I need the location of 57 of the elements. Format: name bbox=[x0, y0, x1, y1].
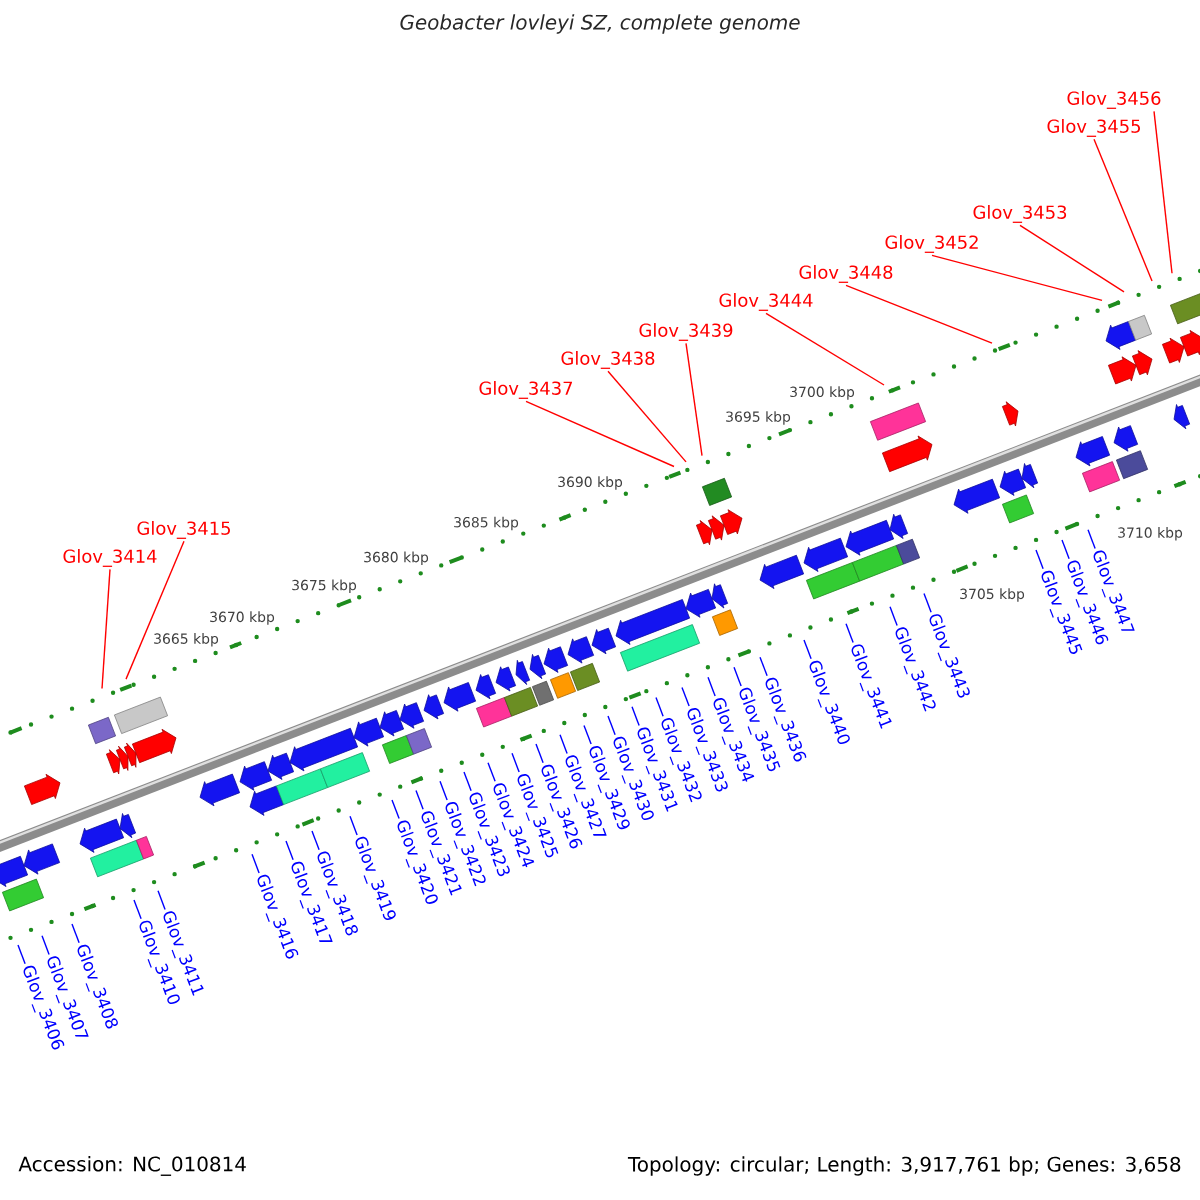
leader-line bbox=[607, 715, 616, 736]
leader-line bbox=[1153, 110, 1173, 274]
leader-line bbox=[511, 752, 520, 773]
footer-text: Accession: NC_010814 bbox=[18, 1156, 246, 1176]
leader-line bbox=[439, 780, 448, 801]
leader-line bbox=[583, 724, 592, 745]
leader-line bbox=[681, 686, 690, 707]
leader-line bbox=[349, 815, 358, 836]
leader-line bbox=[685, 342, 703, 457]
gene-label: Glov_3448 bbox=[799, 265, 893, 283]
leader-line bbox=[311, 830, 320, 851]
leader-line bbox=[889, 605, 898, 627]
leader-line bbox=[1093, 138, 1153, 282]
leader-line bbox=[559, 734, 568, 755]
gene-label: Glov_3437 bbox=[479, 381, 572, 399]
leader-line bbox=[1035, 549, 1044, 570]
leader-line bbox=[535, 743, 544, 764]
gene-label: Glov_3439 bbox=[639, 323, 733, 341]
leader-line bbox=[133, 899, 142, 920]
gene-label: Glov_3456 bbox=[1067, 91, 1161, 109]
leader-line bbox=[733, 666, 742, 687]
leader-line bbox=[707, 676, 716, 697]
leader-line bbox=[631, 706, 640, 727]
leader-line bbox=[845, 284, 993, 344]
leader-line bbox=[157, 890, 166, 911]
leader-line bbox=[285, 840, 294, 861]
leader-line bbox=[655, 696, 664, 717]
leader-line bbox=[125, 540, 185, 680]
title: Geobacter lovleyi SZ, complete genome bbox=[400, 14, 800, 34]
leader-line bbox=[101, 568, 111, 690]
gene-label: Glov_3414 bbox=[63, 549, 157, 567]
leader-line bbox=[1087, 529, 1096, 550]
leader-line bbox=[487, 761, 496, 783]
leader-line bbox=[923, 592, 932, 613]
leader-line bbox=[463, 771, 472, 792]
leader-line bbox=[391, 799, 400, 820]
leader-line bbox=[71, 923, 80, 944]
leader-line bbox=[765, 312, 885, 386]
leader-line bbox=[1061, 539, 1070, 560]
gene-label: Glov_3444 bbox=[719, 293, 813, 311]
leader-line bbox=[607, 370, 687, 463]
leader-line bbox=[41, 935, 50, 956]
leader-line bbox=[1019, 224, 1125, 293]
leader-line bbox=[845, 623, 854, 644]
gene-label: Glov_3453 bbox=[973, 205, 1067, 223]
gene-label: Glov_3452 bbox=[885, 235, 978, 253]
gene-label: Glov_3438 bbox=[561, 351, 655, 369]
leader-line bbox=[17, 944, 26, 965]
gene-label: Glov_3415 bbox=[137, 521, 230, 539]
leader-line bbox=[415, 789, 424, 810]
leader-line bbox=[759, 656, 768, 677]
leader-line bbox=[251, 853, 260, 874]
gene-label: Glov_3455 bbox=[1047, 119, 1140, 137]
leader-line bbox=[525, 400, 675, 468]
footer-text: Topology: circular; Length: 3,917,761 bp; Genes: 3,658 bbox=[627, 1156, 1181, 1176]
leader-line bbox=[931, 254, 1103, 302]
leader-line bbox=[803, 639, 812, 660]
